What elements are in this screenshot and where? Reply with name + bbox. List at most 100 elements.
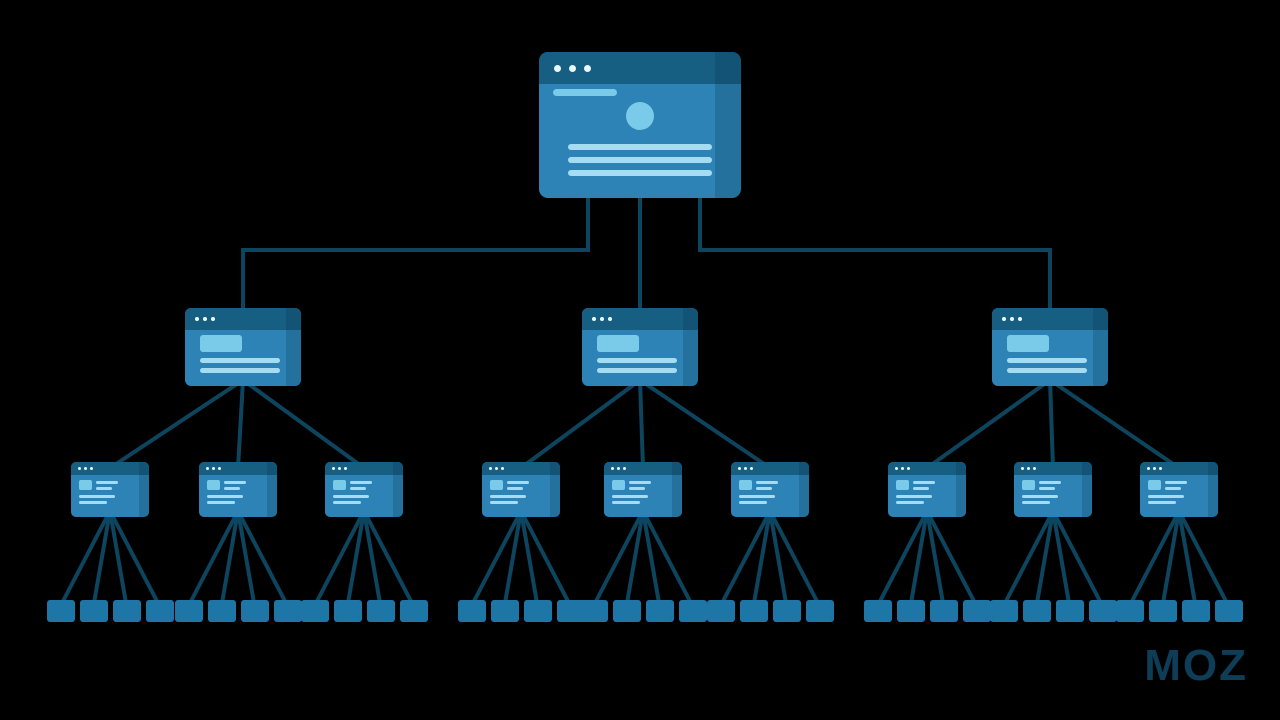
text-placeholder-line bbox=[490, 501, 518, 504]
text-placeholder-line bbox=[568, 170, 712, 176]
window-dot-icon bbox=[195, 317, 199, 321]
text-placeholder-line bbox=[1022, 501, 1050, 504]
window-dots-icon bbox=[592, 317, 612, 321]
window-dots-icon bbox=[611, 467, 626, 470]
connector-line bbox=[1034, 510, 1055, 607]
window-dot-icon bbox=[1027, 467, 1030, 470]
connector-line bbox=[641, 510, 662, 607]
leaf-page-block bbox=[929, 600, 958, 622]
window-titlebar bbox=[604, 462, 682, 475]
text-placeholder-line bbox=[1039, 481, 1061, 484]
window-dot-icon bbox=[1159, 467, 1162, 470]
leaf-page-block bbox=[207, 600, 236, 622]
connector-line bbox=[718, 510, 772, 607]
connector-line bbox=[519, 510, 540, 607]
text-placeholder-line bbox=[1148, 495, 1184, 498]
window-dot-icon bbox=[218, 467, 221, 470]
text-placeholder-line bbox=[568, 157, 712, 163]
text-placeholder-line bbox=[1165, 481, 1187, 484]
leaf-page-block bbox=[579, 600, 608, 622]
leaf-page-block bbox=[79, 600, 108, 622]
connector-line bbox=[108, 510, 162, 607]
window-dots-icon bbox=[332, 467, 347, 470]
window-titlebar bbox=[992, 308, 1108, 330]
window-dot-icon bbox=[332, 467, 335, 470]
window-dot-icon bbox=[1153, 467, 1156, 470]
leaf-page-block bbox=[612, 600, 641, 622]
leaf-page-block bbox=[333, 600, 362, 622]
connector-line bbox=[751, 510, 772, 607]
window-dot-icon bbox=[617, 467, 620, 470]
connector-line bbox=[502, 510, 523, 607]
window-titlebar bbox=[582, 308, 698, 330]
window-dot-icon bbox=[608, 317, 612, 321]
connector-line bbox=[236, 510, 257, 607]
window-dots-icon bbox=[489, 467, 504, 470]
window-category-3 bbox=[992, 308, 1108, 386]
window-dot-icon bbox=[206, 467, 209, 470]
image-placeholder-rect bbox=[597, 335, 639, 352]
window-dot-icon bbox=[1010, 317, 1014, 321]
window-dot-icon bbox=[611, 467, 614, 470]
leaf-page-block bbox=[112, 600, 141, 622]
window-homepage bbox=[539, 52, 741, 198]
text-placeholder-line bbox=[568, 144, 712, 150]
leaf-page-block bbox=[523, 600, 552, 622]
window-dots-icon bbox=[895, 467, 910, 470]
window-dot-icon bbox=[90, 467, 93, 470]
image-placeholder-rect bbox=[333, 480, 346, 490]
connector-line bbox=[519, 378, 642, 470]
image-placeholder-rect bbox=[207, 480, 220, 490]
leaf-page-block bbox=[1055, 600, 1084, 622]
connector-line bbox=[638, 378, 772, 470]
text-placeholder-line bbox=[1165, 487, 1181, 490]
connector-line bbox=[641, 510, 695, 607]
text-placeholder-line bbox=[913, 487, 929, 490]
connector-line bbox=[241, 378, 366, 470]
leaf-page-block bbox=[1214, 600, 1243, 622]
window-dot-icon bbox=[78, 467, 81, 470]
text-placeholder-line bbox=[490, 495, 526, 498]
image-placeholder-rect bbox=[1007, 335, 1049, 352]
text-placeholder-line bbox=[612, 495, 648, 498]
connector-line bbox=[362, 510, 416, 607]
window-dots-icon bbox=[554, 64, 591, 72]
window-dot-icon bbox=[1021, 467, 1024, 470]
window-titlebar bbox=[71, 462, 149, 475]
connector-line bbox=[108, 378, 245, 470]
connector-line bbox=[519, 510, 573, 607]
leaf-page-block bbox=[1022, 600, 1051, 622]
window-dot-icon bbox=[489, 467, 492, 470]
leaf-page-block bbox=[490, 600, 519, 622]
text-placeholder-line bbox=[756, 487, 772, 490]
window-dots-icon bbox=[1002, 317, 1022, 321]
text-placeholder-line bbox=[597, 358, 677, 363]
window-category-1 bbox=[185, 308, 301, 386]
connector-line bbox=[469, 510, 523, 607]
connector-line bbox=[875, 510, 929, 607]
image-placeholder-rect bbox=[200, 335, 242, 352]
leaf-page-block bbox=[1148, 600, 1177, 622]
image-placeholder-rect bbox=[79, 480, 92, 490]
connector-line bbox=[91, 510, 112, 607]
window-page-2b bbox=[604, 462, 682, 517]
leaf-page-block bbox=[300, 600, 329, 622]
text-placeholder-line bbox=[1039, 487, 1055, 490]
image-placeholder-rect bbox=[612, 480, 625, 490]
window-dot-icon bbox=[501, 467, 504, 470]
window-titlebar bbox=[1140, 462, 1218, 475]
connector-line bbox=[236, 379, 245, 469]
window-page-1c bbox=[325, 462, 403, 517]
image-placeholder-rect bbox=[739, 480, 752, 490]
text-placeholder-line bbox=[224, 481, 246, 484]
window-dots-icon bbox=[1147, 467, 1162, 470]
text-placeholder-line bbox=[896, 495, 932, 498]
connector-line bbox=[1001, 510, 1055, 607]
window-dots-icon bbox=[206, 467, 221, 470]
connector-line bbox=[698, 192, 1052, 314]
text-placeholder-line bbox=[597, 368, 677, 373]
window-dot-icon bbox=[1018, 317, 1022, 321]
